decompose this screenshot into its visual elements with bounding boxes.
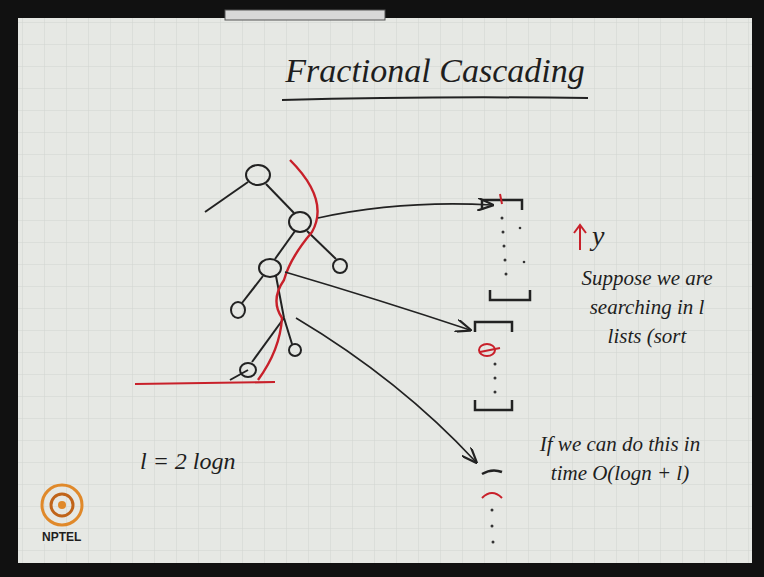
note-text: If we can do this in time O(logn + l) (520, 430, 720, 488)
logo-text: NPTEL (42, 530, 81, 544)
slide-title: Fractional Cascading (270, 52, 600, 90)
axis-label: y (592, 220, 604, 252)
note-text: Suppose we are searching in l lists (sor… (572, 264, 722, 351)
formula-label: l = 2 logn (140, 448, 236, 475)
